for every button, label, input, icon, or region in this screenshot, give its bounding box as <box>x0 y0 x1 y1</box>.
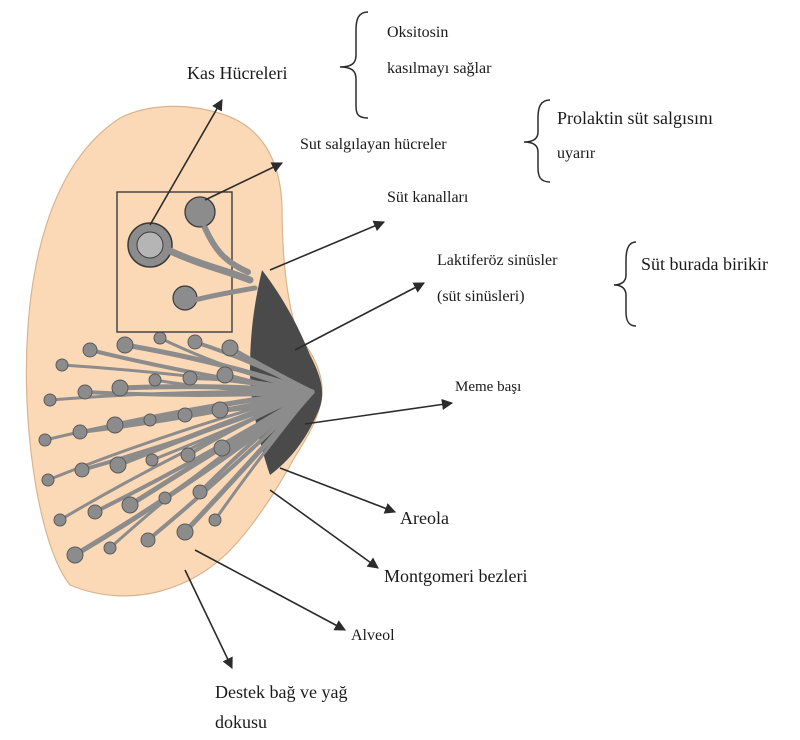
alveolus-lobule <box>222 340 238 356</box>
label-destek-line2: dokusu <box>215 712 267 732</box>
arrow-areola <box>280 468 395 512</box>
alveolus-lobule <box>214 440 230 456</box>
arrow-sut-kanallari <box>270 222 384 270</box>
label-montgomeri: Montgomeri bezleri <box>384 566 527 586</box>
alveolus-lobule <box>78 385 92 399</box>
alveolus-lobule <box>75 463 89 477</box>
brace-oksitosin <box>340 12 368 118</box>
alveolus-lobule <box>39 434 51 446</box>
label-sut-salgilayan: Sut salgılayan hücreler <box>300 136 447 153</box>
arrow-montgomeri <box>270 490 378 568</box>
label-meme-basi: Meme başı <box>455 379 521 395</box>
alveolus-lobule <box>117 337 133 353</box>
alveolus-lobule <box>67 547 83 563</box>
label-prolaktin-line2: uyarır <box>557 145 596 162</box>
alveolus-lobule <box>209 514 221 526</box>
alveolus-lobule <box>73 425 87 439</box>
alveolus-lobule <box>88 505 102 519</box>
alveolus-lobule <box>110 457 126 473</box>
alveolus-lobule <box>54 514 66 526</box>
arrow-meme-basi <box>305 403 452 424</box>
alveolus-lobule <box>183 371 197 385</box>
alveolus-lobule <box>112 380 128 396</box>
label-sut-kanallari: Süt kanalları <box>387 189 469 206</box>
label-prolaktin-line1: Prolaktin süt salgısını <box>557 108 713 128</box>
label-kas-hucreleri: Kas Hücreleri <box>187 63 287 83</box>
label-sut-burada: Süt burada birikir <box>641 254 768 274</box>
alveolus-lobule <box>104 542 116 554</box>
alveolus-lobule <box>56 359 68 371</box>
label-alveol: Alveol <box>351 627 395 644</box>
label-laktiferoz-line2: (süt sinüsleri) <box>437 288 525 305</box>
label-laktiferoz-line1: Laktiferöz sinüsler <box>437 252 558 269</box>
brace-prolaktin <box>524 100 550 182</box>
alveolus-lobule <box>193 485 207 499</box>
label-oksitosin-line1: Oksitosin <box>387 24 448 41</box>
alveolus-lobule <box>107 417 123 433</box>
alveolus-lobule <box>177 524 193 540</box>
alveolus-lobule <box>154 332 166 344</box>
alveolus-lobule <box>44 394 56 406</box>
alveolus-lobule <box>122 497 138 513</box>
alveolus-lobule <box>178 408 192 422</box>
alveolus-lobule <box>146 454 158 466</box>
alveolus-lobule <box>188 335 202 349</box>
alveolus-lobule <box>217 367 233 383</box>
alveolus-lobule <box>159 492 171 504</box>
alveolus-lobule <box>149 374 161 386</box>
label-oksitosin-line2: kasılmayı sağlar <box>387 60 492 77</box>
alveolus-lobule <box>181 448 195 462</box>
label-areola: Areola <box>400 508 449 528</box>
alveolus-lobule <box>141 533 155 547</box>
alveolus-lobule <box>42 474 54 486</box>
arrow-alveol <box>195 550 345 630</box>
arrow-destek <box>185 570 232 668</box>
brace-sut-burada <box>614 242 636 326</box>
alveolus-lobule <box>212 402 228 418</box>
label-destek-line1: Destek bağ ve yağ <box>215 682 347 702</box>
alveolus-lobule <box>83 343 97 357</box>
alveolus-lobule <box>144 414 156 426</box>
arrow-laktiferoz <box>295 283 424 350</box>
